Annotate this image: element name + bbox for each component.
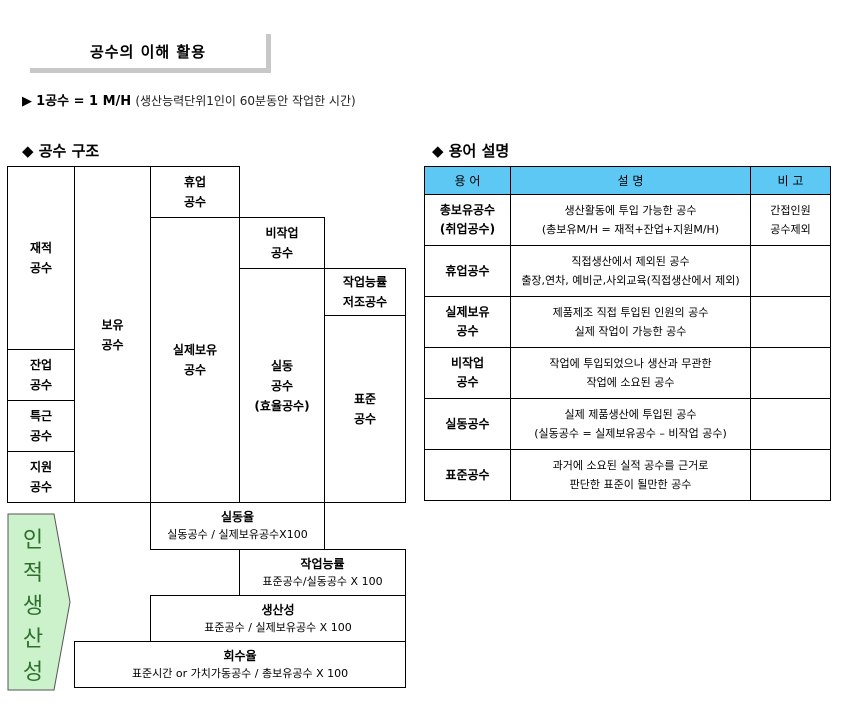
term-cell: 실동공수 bbox=[424, 398, 511, 450]
page-title-text: 공수의 이해 활용 bbox=[89, 42, 207, 61]
terms-table: 용 어 설 명 비 고 총보유공수 (취업공수) 생산활동에 투입 가능한 공수… bbox=[424, 166, 831, 501]
term-cell: 비작업 공수 bbox=[424, 347, 511, 399]
desc-cell: 과거에 소요된 실적 공수를 근거로 판단한 표준이 될만한 공수 bbox=[510, 449, 751, 501]
arrow-shape bbox=[7, 513, 71, 691]
definition-main: 1공수 = 1 M/H bbox=[36, 94, 132, 109]
teukgeun-cell: 특근 공수 bbox=[7, 400, 75, 452]
definition-note: (생산능력단위1인이 60분동안 작업한 시간) bbox=[135, 94, 356, 108]
term-cell: 휴업공수 bbox=[424, 245, 511, 297]
jaejeok-cell: 재적 공수 bbox=[7, 166, 75, 350]
term-cell: 총보유공수 (취업공수) bbox=[424, 194, 511, 246]
arrow-char-0: 인 bbox=[23, 527, 43, 552]
shildong-cell: 실동 공수 (효율공수) bbox=[239, 268, 325, 503]
desc-cell: 직접생산에서 제외된 공수 출장,연차, 예비군,사외교육(직접생산에서 제외) bbox=[510, 245, 751, 297]
page-title: 공수의 이해 활용 bbox=[30, 34, 271, 73]
structure-heading: ◆ 공수 구조 bbox=[22, 142, 100, 160]
recovery-box: 회수율 표준시간 or 가치가동공수 / 총보유공수 X 100 bbox=[74, 641, 406, 688]
table-row: 표준공수 과거에 소요된 실적 공수를 근거로 판단한 표준이 될만한 공수 bbox=[424, 449, 831, 501]
hyueop-cell: 휴업 공수 bbox=[150, 166, 240, 218]
table-row: 실제보유 공수 제품제조 직접 투입된 인원의 공수 실제 작업이 가능한 공수 bbox=[424, 296, 831, 348]
desc-cell: 생산활동에 투입 가능한 공수 (총보유M/H = 재적+잔업+지원M/H) bbox=[510, 194, 751, 246]
triangle-bullet-icon: ▶ bbox=[22, 94, 32, 109]
terms-header-row: 용 어 설 명 비 고 bbox=[424, 166, 831, 195]
note-cell bbox=[750, 296, 831, 348]
productivity-name: 생산성 bbox=[261, 602, 295, 617]
human-productivity-arrow: 인 적 생 산 성 bbox=[7, 513, 71, 691]
pyojun-cell: 표준 공수 bbox=[324, 315, 406, 503]
silje-boyu-cell: 실제보유 공수 bbox=[150, 217, 240, 503]
term-cell: 표준공수 bbox=[424, 449, 511, 501]
recovery-name: 회수율 bbox=[223, 648, 257, 663]
note-cell bbox=[750, 347, 831, 399]
janeop-cell: 잔업 공수 bbox=[7, 349, 75, 401]
arrow-char-3: 산 bbox=[23, 626, 43, 651]
work-efficiency-formula: 표준공수/실동공수 X 100 bbox=[262, 574, 383, 588]
desc-cell: 제품제조 직접 투입된 인원의 공수 실제 작업이 가능한 공수 bbox=[510, 296, 751, 348]
column-header-desc: 설 명 bbox=[510, 166, 751, 195]
productivity-box: 생산성 표준공수 / 실제보유공수 X 100 bbox=[150, 595, 406, 642]
table-row: 총보유공수 (취업공수) 생산활동에 투입 가능한 공수 (총보유M/H = 재… bbox=[424, 194, 831, 246]
definition-line: ▶ 1공수 = 1 M/H (생산능력단위1인이 60분동안 작업한 시간) bbox=[22, 90, 356, 109]
shildong-rate-formula: 실동공수 / 실제보유공수X100 bbox=[167, 528, 308, 541]
note-cell bbox=[750, 398, 831, 450]
shildong-rate-name: 실동율 bbox=[220, 510, 255, 524]
jageop-neungryul-cell: 작업능률 저조공수 bbox=[324, 268, 406, 316]
table-row: 실동공수 실제 제품생산에 투입된 공수 (실동공수 = 실제보유공수 – 비작… bbox=[424, 398, 831, 450]
table-row: 비작업 공수 작업에 투입되었으나 생산과 무관한 작업에 소요된 공수 bbox=[424, 347, 831, 399]
shildong-rate-box: 실동율 실동공수 / 실제보유공수X100 bbox=[150, 502, 325, 550]
note-cell bbox=[750, 449, 831, 501]
arrow-char-4: 성 bbox=[23, 659, 43, 684]
desc-cell: 작업에 투입되었으나 생산과 무관한 작업에 소요된 공수 bbox=[510, 347, 751, 399]
arrow-char-2: 생 bbox=[23, 593, 43, 618]
arrow-char-1: 적 bbox=[23, 560, 43, 585]
desc-cell: 실제 제품생산에 투입된 공수 (실동공수 = 실제보유공수 – 비작업 공수) bbox=[510, 398, 751, 450]
jiwon-cell: 지원 공수 bbox=[7, 451, 75, 503]
work-efficiency-name: 작업능률 bbox=[300, 556, 345, 571]
column-header-term: 용 어 bbox=[424, 166, 511, 195]
term-cell: 실제보유 공수 bbox=[424, 296, 511, 348]
column-header-note: 비 고 bbox=[750, 166, 831, 195]
note-cell bbox=[750, 245, 831, 297]
terms-heading: ◆ 용어 설명 bbox=[432, 142, 510, 160]
boyu-cell: 보유 공수 bbox=[74, 166, 151, 503]
productivity-formula: 표준공수 / 실제보유공수 X 100 bbox=[204, 620, 352, 634]
table-row: 휴업공수 직접생산에서 제외된 공수 출장,연차, 예비군,사외교육(직접생산에… bbox=[424, 245, 831, 297]
work-efficiency-box: 작업능률 표준공수/실동공수 X 100 bbox=[239, 549, 406, 596]
recovery-formula: 표준시간 or 가치가동공수 / 총보유공수 X 100 bbox=[131, 666, 349, 680]
note-cell: 간접인원 공수제외 bbox=[750, 194, 831, 246]
bijageop-cell: 비작업 공수 bbox=[239, 217, 325, 269]
